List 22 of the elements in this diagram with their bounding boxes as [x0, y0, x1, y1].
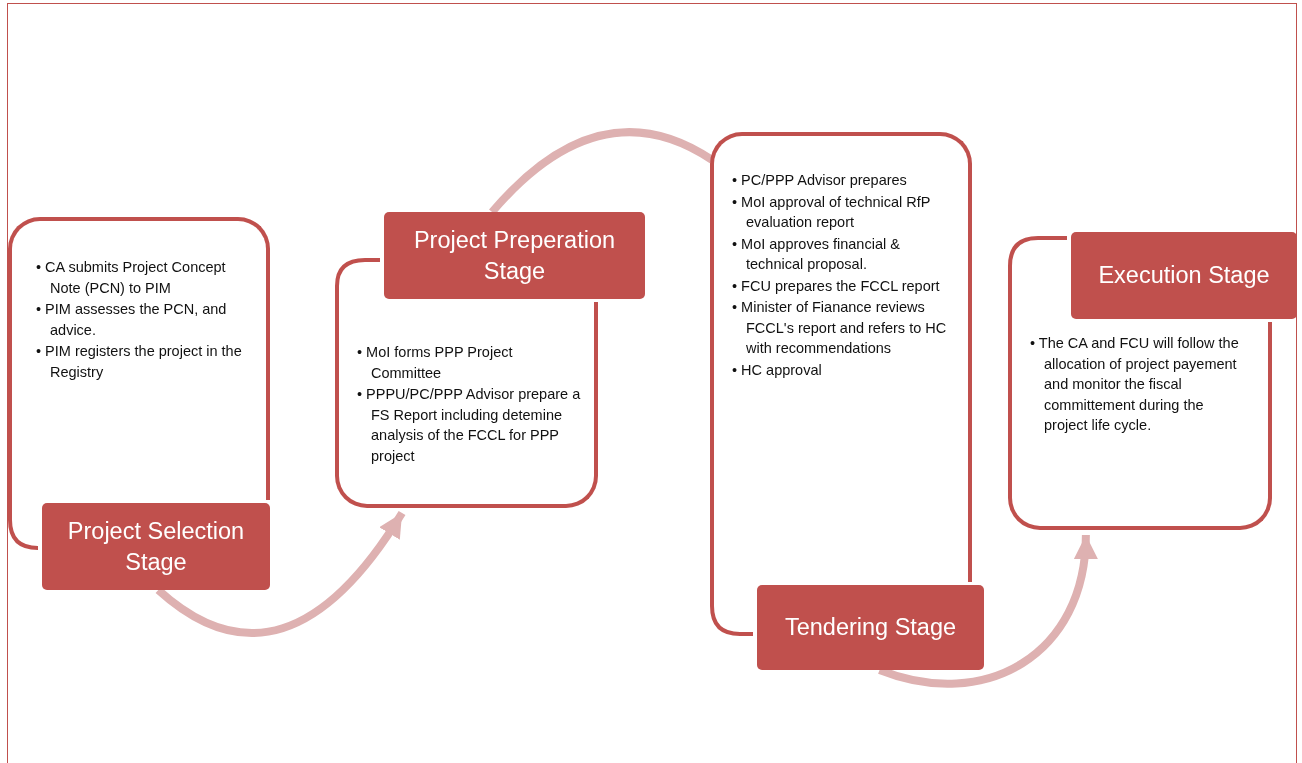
bullet-text: • MoI approval of technical RfP evaluation report: [732, 192, 932, 232]
bullet-text: • MoI forms PPP Project Committee: [357, 343, 514, 383]
bullet-text: • PIM registers the project in the Registry: [36, 342, 243, 382]
bullet-text: • MoI approves financial & technical proposal.: [732, 234, 901, 274]
bullet-text: • PIM assesses the PCN, and advice.: [36, 300, 228, 340]
stage-card: [8, 217, 270, 500]
bullet-text: • Minister of Fianance reviews FCCL's report and refers to HC with recommendations: [732, 298, 948, 358]
bullet-text: • FCU prepares the FCCL report: [732, 276, 941, 296]
stage-card: [335, 302, 598, 508]
bullet-text: • The CA and FCU will follow the allocation of project payement and monitor the fiscal committement during the project life cycle.: [1030, 334, 1240, 435]
stage-title: Project Preperation Stage: [384, 212, 645, 299]
bullet-text: • PC/PPP Advisor prepares: [732, 171, 908, 190]
bullet-text: • PPPU/PC/PPP Advisor prepare a FS Report including detemine analysis of the FCCL for PPP project: [357, 385, 582, 466]
stage-title: Project Selection Stage: [42, 503, 270, 590]
bullet-text: • HC approval: [732, 360, 823, 380]
stage-card: [1008, 322, 1272, 530]
curved-arrow: [155, 510, 406, 637]
stage-card: [710, 132, 972, 582]
stage-title: Tendering Stage: [757, 585, 984, 670]
stage-title: Execution Stage: [1071, 232, 1297, 319]
curved-arrow: [878, 534, 1097, 688]
bullet-text: • CA submits Project Concept Note (PCN) to PIM: [36, 258, 227, 298]
